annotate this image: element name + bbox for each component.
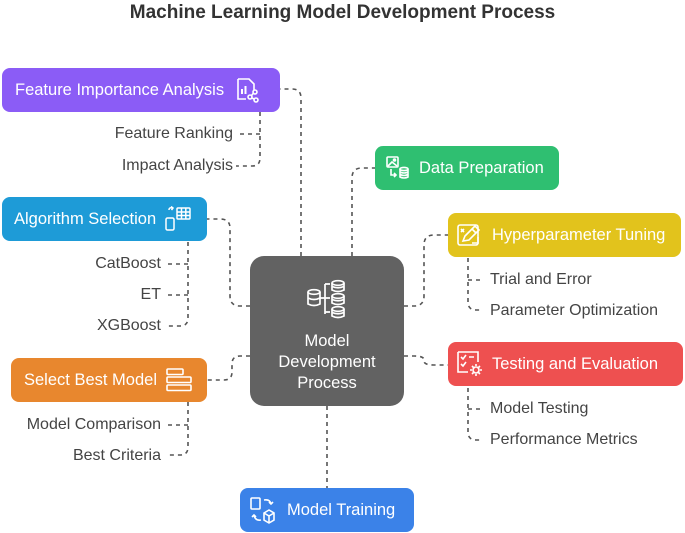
child-model-comparison: Model Comparison [26, 416, 161, 433]
node-data-preparation: Data Preparation [375, 146, 559, 190]
node-model-training: Model Training [240, 488, 414, 532]
child-trial-and-error: Trial and Error [490, 271, 592, 288]
child-xgboost: XGBoost [96, 317, 161, 334]
diagram-title: Machine Learning Model Development Proce… [129, 2, 556, 23]
list-bars-icon [165, 367, 193, 393]
node-label: Model Training [287, 500, 396, 519]
checklist-gear-icon [456, 350, 484, 378]
node-label: Hyperparameter Tuning [492, 225, 666, 244]
child-best-criteria: Best Criteria [72, 447, 161, 464]
center-label-line-2: Development [278, 353, 376, 371]
central-node-model-development-process: Model Development Process [250, 256, 404, 406]
node-algorithm-selection: Algorithm Selection [2, 197, 207, 241]
node-select-best-model: Select Best Model [11, 358, 207, 402]
child-feature-ranking: Feature Ranking [114, 125, 233, 142]
node-label: Select Best Model [24, 370, 157, 389]
center-label-line-3: Process [297, 374, 357, 392]
device-grid-icon [164, 206, 192, 232]
node-hyperparameter-tuning: Hyperparameter Tuning [448, 213, 681, 257]
node-label: Algorithm Selection [14, 209, 157, 228]
edit-tools-icon [456, 221, 484, 249]
node-feature-importance-analysis: Feature Importance Analysis [2, 68, 280, 112]
center-label-line-1: Model [304, 332, 350, 350]
docs-cycle-icon [249, 496, 277, 524]
child-model-testing: Model Testing [490, 400, 589, 417]
image-database-icon [385, 155, 411, 181]
node-label: Testing and Evaluation [492, 354, 659, 373]
child-catboost: CatBoost [95, 255, 161, 272]
child-et: ET [140, 286, 161, 303]
child-parameter-optimization: Parameter Optimization [490, 302, 659, 319]
node-testing-and-evaluation: Testing and Evaluation [448, 342, 683, 386]
chart-network-icon [234, 77, 260, 103]
child-performance-metrics: Performance Metrics [490, 431, 638, 448]
database-tree-icon [305, 278, 349, 325]
child-impact-analysis: Impact Analysis [121, 157, 233, 174]
node-label: Data Preparation [419, 158, 544, 177]
node-label: Feature Importance Analysis [15, 80, 225, 99]
